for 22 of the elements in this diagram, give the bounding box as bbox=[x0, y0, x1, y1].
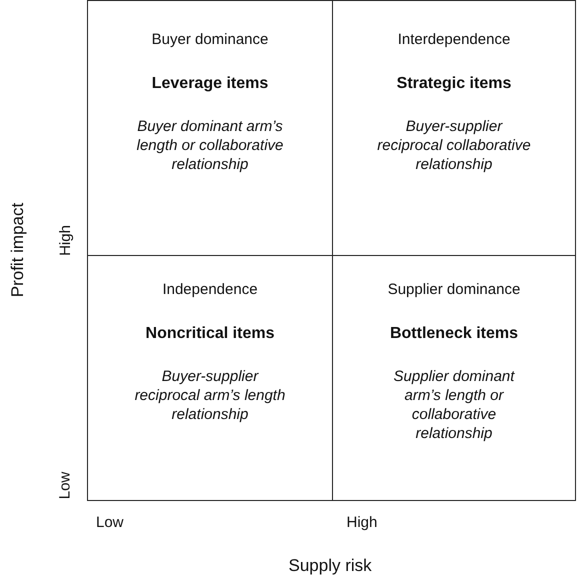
quadrant-title: Noncritical items bbox=[144, 325, 276, 343]
quadrant-title: Strategic items bbox=[396, 75, 512, 93]
relationship-description: Buyer-supplier reciprocal arm’s length relationship bbox=[134, 367, 286, 424]
axis-title: Profit impact bbox=[8, 202, 28, 298]
quadrant-cell bbox=[332, 0, 576, 256]
quadrant-heading: Independence bbox=[161, 281, 259, 298]
quadrant-cell bbox=[87, 0, 333, 256]
axis-tick-label: Low bbox=[96, 514, 124, 530]
relationship-description: Buyer-supplier reciprocal collaborative relationship bbox=[376, 117, 532, 174]
axis-tick-label: Low bbox=[56, 471, 74, 499]
quadrant-title: Bottleneck items bbox=[388, 325, 520, 343]
quadrant-heading: Interdependence bbox=[396, 31, 512, 48]
quadrant-cell bbox=[332, 255, 576, 501]
axis-title: Supply risk bbox=[288, 556, 372, 576]
relationship-description: Supplier dominant arm’s length or collaborative relationship bbox=[392, 367, 516, 443]
axis-tick-label: High bbox=[56, 224, 74, 256]
quadrant-title: Leverage items bbox=[150, 75, 270, 93]
axis-tick-label: High bbox=[346, 514, 378, 530]
quadrant-heading: Buyer dominance bbox=[150, 31, 270, 48]
relationship-description: Buyer dominant arm’s length or collaborative relationship bbox=[136, 117, 284, 174]
quadrant-heading: Supplier dominance bbox=[386, 281, 522, 298]
quadrant-cell bbox=[87, 255, 333, 501]
